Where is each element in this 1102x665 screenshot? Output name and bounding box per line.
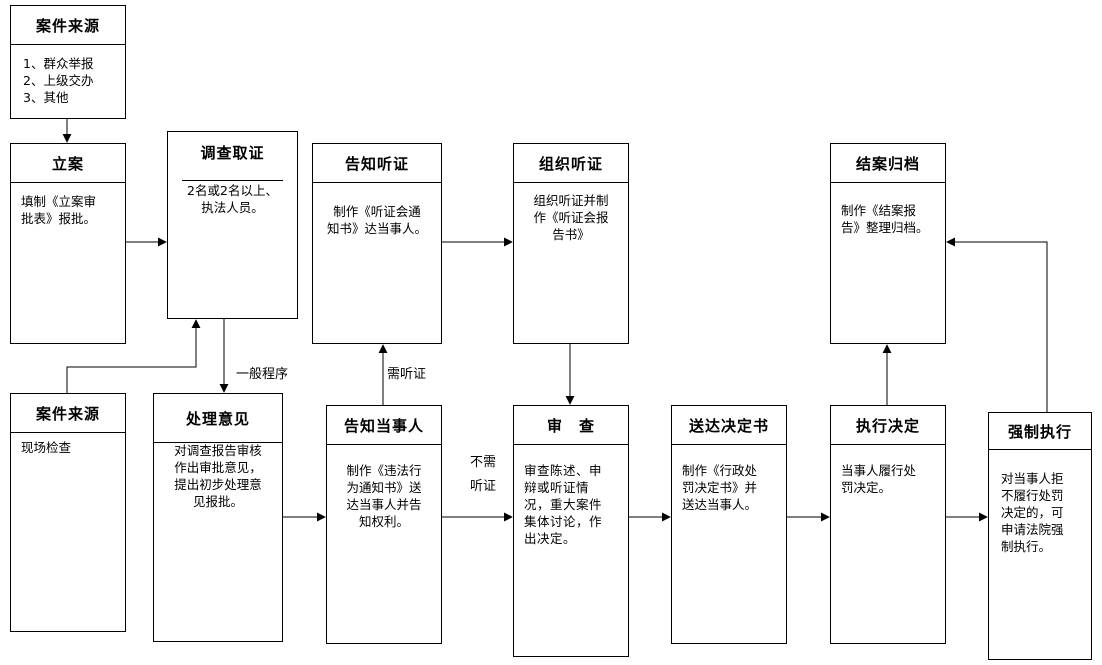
organize-hearing-line-3: 告书》 — [552, 227, 590, 242]
case-source-2-box: 案件来源 现场检查 — [10, 393, 126, 632]
opinion-divider — [154, 442, 282, 443]
case-source-2-title: 案件来源 — [11, 394, 125, 433]
case-source-title: 案件来源 — [11, 6, 125, 45]
investigate-line-1: 2名或2名以上、 — [187, 183, 278, 198]
case-source-line-1: 1、群众举报 — [23, 56, 94, 71]
organize-hearing-body: 组织听证并制 作《听证会报 告书》 — [514, 183, 628, 243]
arrow-source2-to-investigate — [66, 319, 201, 393]
organize-hearing-line-1: 组织听证并制 — [533, 193, 609, 208]
lian-body: 填制《立案审 批表》报批。 — [11, 183, 125, 227]
opinion-box: 处理意见 对调查报告审核 作出审批意见， 提出初步处理意 见报批。 — [153, 393, 283, 642]
review-line-3: 况，重大案件 — [524, 497, 603, 512]
review-box: 审 查 审查陈述、申 辩或听证情 况，重大案件 集体讨论，作 出决定。 — [513, 405, 629, 657]
organize-hearing-box: 组织听证 组织听证并制 作《听证会报 告书》 — [513, 143, 629, 344]
deliver-line-1: 制作《行政处 — [682, 463, 758, 478]
close-line-2: 告》整理归档。 — [841, 220, 929, 235]
notify-party-line-2: 为通知书》送 — [346, 480, 422, 495]
notify-hearing-title: 告知听证 — [313, 144, 441, 183]
execute-title: 执行决定 — [831, 406, 945, 445]
investigate-box: 调查取证 2名或2名以上、 执法人员。 — [167, 131, 298, 319]
enforce-body: 对当事人拒 不履行处罚 决定的，可 申请法院强 制执行。 — [989, 450, 1091, 555]
enforce-line-2: 不履行处罚 — [1001, 488, 1064, 503]
need-hearing-label: 需听证 — [387, 367, 427, 382]
lian-line-2: 批表》报批。 — [21, 211, 97, 226]
review-body: 审查陈述、申 辩或听证情 况，重大案件 集体讨论，作 出决定。 — [514, 445, 628, 547]
enforce-box: 强制执行 对当事人拒 不履行处罚 决定的，可 申请法院强 制执行。 — [988, 412, 1092, 660]
execute-line-1: 当事人履行处 — [841, 463, 917, 478]
enforce-title: 强制执行 — [989, 413, 1091, 450]
no-hearing-label: 不需 听证 — [470, 451, 496, 499]
review-line-4: 集体讨论，作 — [524, 514, 603, 529]
notify-hearing-line-2: 知书》达当事人。 — [326, 221, 427, 236]
opinion-line-4: 见报批。 — [192, 494, 243, 509]
deliver-line-3: 送达当事人。 — [682, 497, 758, 512]
opinion-body: 对调查报告审核 作出审批意见， 提出初步处理意 见报批。 — [154, 442, 282, 510]
execute-line-2: 罚决定。 — [841, 480, 892, 495]
lian-line-1: 填制《立案审 — [21, 194, 97, 209]
opinion-line-2: 作出审批意见， — [174, 460, 262, 475]
close-box: 结案归档 制作《结案报 告》整理归档。 — [830, 143, 946, 344]
notify-party-box: 告知当事人 制作《违法行 为通知书》送 达当事人并告 知权利。 — [326, 405, 442, 644]
opinion-title: 处理意见 — [185, 409, 250, 428]
enforce-line-3: 决定的，可 — [1001, 505, 1064, 520]
notify-party-line-1: 制作《违法行 — [346, 463, 422, 478]
notify-party-line-3: 达当事人并告 — [346, 497, 422, 512]
arrow-enforce-to-close — [946, 237, 1048, 412]
review-line-2: 辩或听证情 — [524, 480, 590, 495]
notify-hearing-box: 告知听证 制作《听证会通 知书》达当事人。 — [312, 143, 442, 344]
investigate-line-2: 执法人员。 — [201, 200, 264, 215]
lian-box: 立案 填制《立案审 批表》报批。 — [10, 143, 126, 344]
case-source-2-body: 现场检查 — [11, 433, 125, 456]
investigate-title: 调查取证 — [200, 144, 265, 162]
investigate-body: 2名或2名以上、 执法人员。 — [168, 181, 297, 216]
notify-hearing-line-1: 制作《听证会通 — [333, 204, 421, 219]
notify-party-line-4: 知权利。 — [358, 514, 409, 529]
enforce-line-4: 申请法院强 — [1001, 522, 1064, 537]
notify-party-title: 告知当事人 — [327, 406, 441, 445]
notify-party-body: 制作《违法行 为通知书》送 达当事人并告 知权利。 — [327, 445, 441, 530]
execute-body: 当事人履行处 罚决定。 — [831, 445, 945, 496]
execute-box: 执行决定 当事人履行处 罚决定。 — [830, 405, 946, 644]
lian-title: 立案 — [11, 144, 125, 183]
case-source-2-line-1: 现场检查 — [21, 440, 72, 455]
case-source-box: 案件来源 1、群众举报 2、上级交办 3、其他 — [10, 5, 126, 119]
opinion-line-3: 提出初步处理意 — [174, 477, 262, 492]
review-line-1: 审查陈述、申 — [524, 463, 603, 478]
case-source-body: 1、群众举报 2、上级交办 3、其他 — [11, 45, 125, 106]
review-title: 审 查 — [514, 406, 628, 445]
no-hearing-line-1: 不需 — [470, 455, 497, 470]
general-procedure-label: 一般程序 — [236, 367, 289, 382]
organize-hearing-title: 组织听证 — [514, 144, 628, 183]
deliver-line-2: 罚决定书》并 — [682, 480, 758, 495]
opinion-line-1: 对调查报告审核 — [174, 443, 262, 458]
case-source-line-3: 3、其他 — [23, 90, 69, 105]
deliver-title: 送达决定书 — [672, 406, 786, 445]
deliver-box: 送达决定书 制作《行政处 罚决定书》并 送达当事人。 — [671, 405, 787, 644]
organize-hearing-line-2: 作《听证会报 — [533, 210, 609, 225]
no-hearing-line-2: 听证 — [470, 479, 497, 494]
notify-hearing-body: 制作《听证会通 知书》达当事人。 — [313, 183, 441, 237]
deliver-body: 制作《行政处 罚决定书》并 送达当事人。 — [672, 445, 786, 513]
investigate-divider — [182, 180, 283, 181]
enforce-line-5: 制执行。 — [1001, 539, 1052, 554]
close-line-1: 制作《结案报 — [841, 203, 917, 218]
close-title: 结案归档 — [831, 144, 945, 183]
close-body: 制作《结案报 告》整理归档。 — [831, 183, 945, 236]
enforce-line-1: 对当事人拒 — [1001, 471, 1064, 486]
review-line-5: 出决定。 — [524, 531, 577, 546]
case-source-line-2: 2、上级交办 — [23, 73, 94, 88]
